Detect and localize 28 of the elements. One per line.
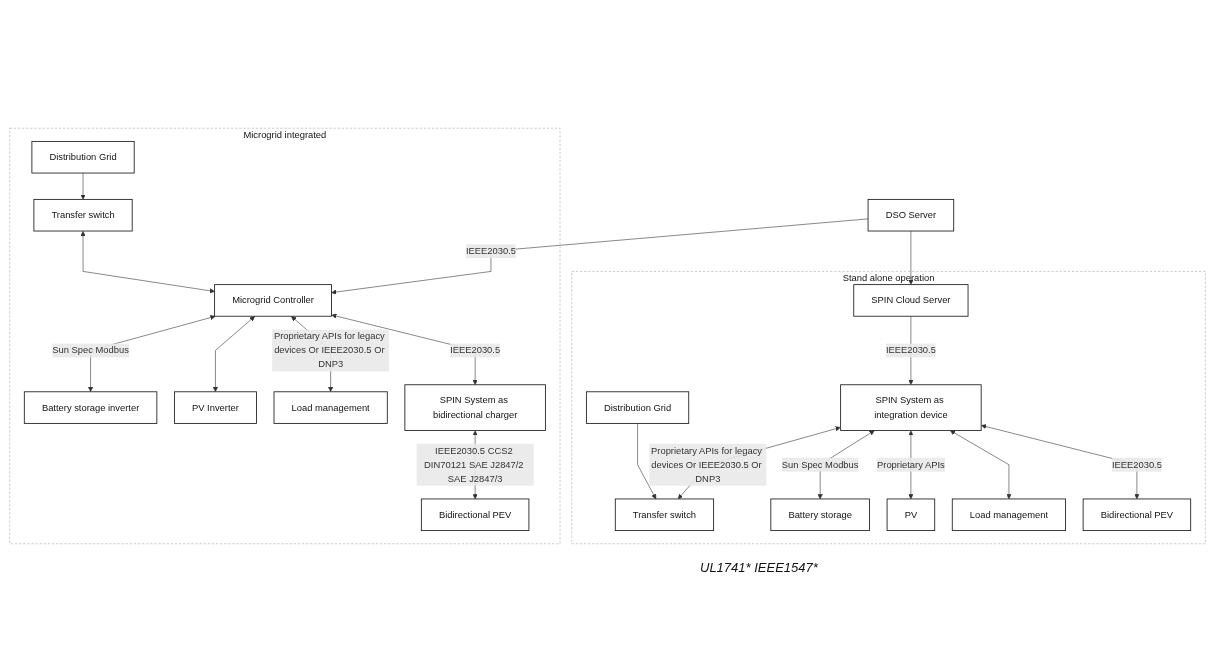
edge-label: IEEE2030.5	[885, 345, 936, 356]
node-box: Bidirectional PEV	[1082, 498, 1192, 532]
node-box: Distribution Grid	[31, 141, 135, 174]
node-box: DSO Server	[867, 198, 955, 232]
node-box: Transfer switch	[33, 198, 133, 232]
node-box: SPIN System as integration device	[840, 384, 982, 431]
node-box: SPIN Cloud Server	[853, 284, 969, 317]
node-box: Distribution Grid	[585, 391, 690, 424]
node-box: Microgrid Controller	[214, 284, 332, 317]
edge-label: IEEE2030.5	[450, 345, 501, 356]
node-box: Load management	[951, 498, 1066, 532]
node-box: Transfer switch	[614, 498, 715, 532]
edge-label: Proprietary APIs	[877, 459, 945, 470]
node-box: Load management	[273, 391, 388, 424]
edge-label: Proprietary APIs for legacy devices Or IEEE2030.5 Or DNP3	[651, 445, 763, 484]
note-text: UL1741* IEEE1547*	[700, 560, 818, 575]
edge-label: IEEE2030.5 CCS2 DIN70121 SAE J2847/2 SAE J2847/3	[424, 445, 524, 484]
node-box: SPIN System as bidirectional charger	[404, 384, 546, 431]
edge-label: IEEE2030.5	[1111, 459, 1162, 470]
edge-label: IEEE2030.5	[465, 245, 516, 256]
edge-label: Proprietary APIs for legacy devices Or IEEE2030.5 Or DNP3	[273, 331, 385, 370]
node-box: Battery storage inverter	[23, 391, 158, 424]
edge-label: Sun Spec Modbus	[781, 459, 859, 470]
node-box: Battery storage	[770, 498, 870, 532]
edge-label: Sun Spec Modbus	[52, 345, 129, 356]
node-box: Bidirectional PEV	[420, 498, 530, 532]
node-box: PV Inverter	[174, 391, 257, 424]
node-box: PV	[886, 498, 936, 532]
